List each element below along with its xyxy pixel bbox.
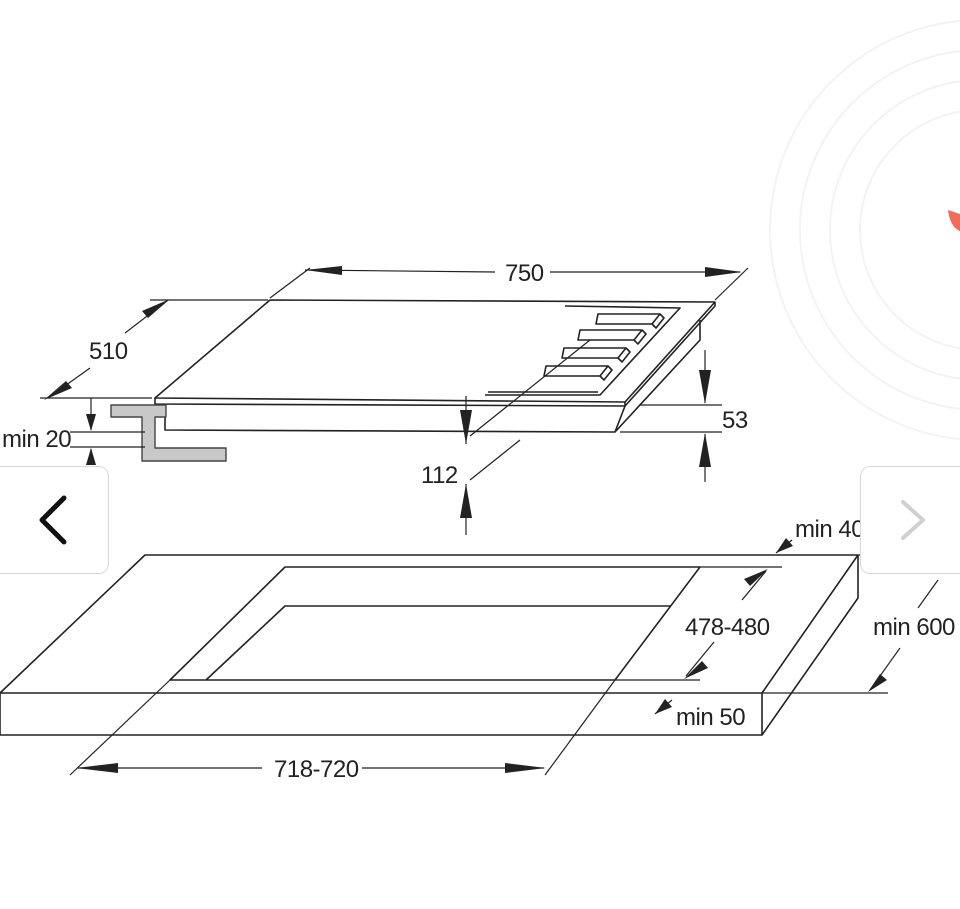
dim-750-label: 750 bbox=[505, 260, 544, 287]
previous-image-button[interactable] bbox=[0, 466, 109, 574]
arrowheads bbox=[44, 266, 887, 773]
dim-min20-label: min 20 bbox=[2, 426, 71, 453]
dim-min600-label: min 600 bbox=[873, 614, 955, 641]
dim-478-lines bbox=[615, 566, 782, 681]
dimension-labels: 750 510 min 20 53 112 min 40 478-480 min… bbox=[2, 260, 956, 783]
accent-mark bbox=[948, 210, 960, 232]
dim-112-label: 112 bbox=[421, 462, 458, 489]
background-decoration bbox=[680, 0, 960, 470]
control-knobs bbox=[543, 313, 665, 381]
dim-510-lines bbox=[40, 299, 268, 399]
dim-510-label: 510 bbox=[89, 338, 128, 365]
dim-112-lines bbox=[465, 339, 591, 535]
mounting-bracket bbox=[110, 404, 227, 462]
dim-min50-label: min 50 bbox=[676, 704, 745, 731]
next-image-button[interactable] bbox=[860, 466, 960, 574]
dim-53-label: 53 bbox=[722, 407, 748, 434]
dim-min40-label: min 40 bbox=[795, 516, 864, 543]
hob-drawing bbox=[154, 299, 716, 433]
dim-718-720-label: 718-720 bbox=[274, 756, 359, 783]
chevron-right-icon bbox=[900, 500, 925, 540]
chevron-left-icon bbox=[39, 495, 67, 545]
dim-478-480-label: 478-480 bbox=[685, 614, 770, 641]
